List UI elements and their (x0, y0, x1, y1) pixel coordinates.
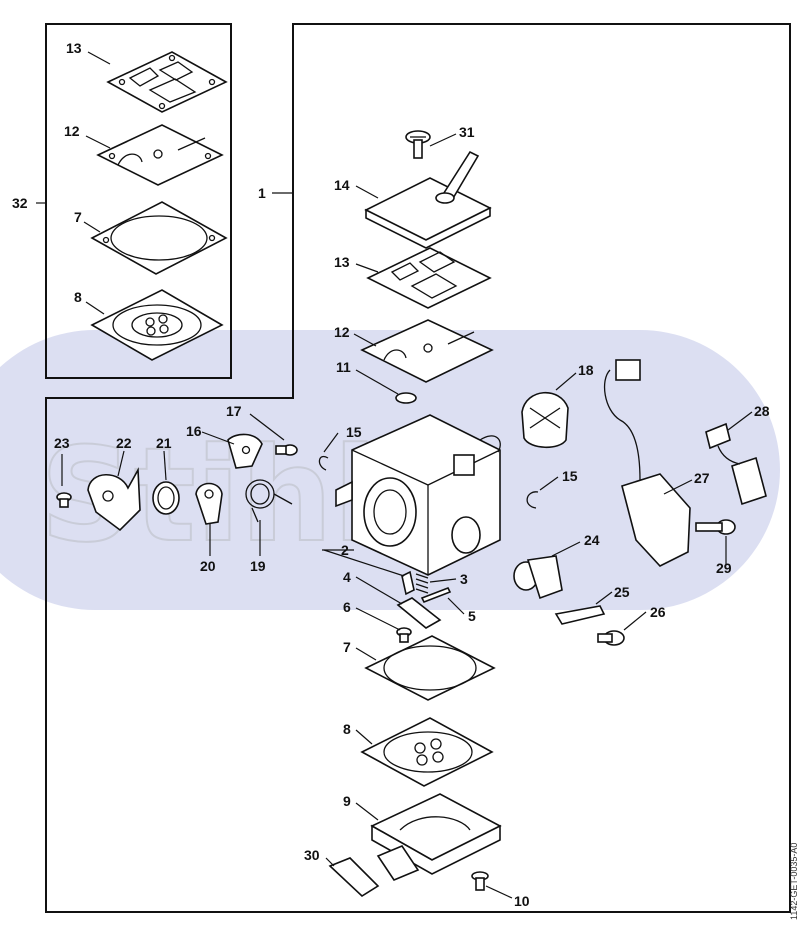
bracket-25 (554, 605, 606, 625)
callout-24: 24 (584, 532, 600, 548)
callout-5: 5 (468, 608, 476, 624)
cam-16 (227, 433, 263, 469)
lever-20 (195, 482, 223, 525)
callout-27: 27 (694, 470, 710, 486)
callout-21: 21 (156, 435, 172, 451)
kit-frame (45, 23, 232, 379)
spring-3 (415, 573, 429, 594)
carburetor-body (335, 414, 501, 576)
callout-25: 25 (614, 584, 630, 600)
lever-22 (87, 467, 141, 532)
callout-1: 1 (258, 185, 266, 201)
callout-23: 23 (54, 435, 70, 451)
callout-18: 18 (578, 362, 594, 378)
callout-7-kit: 7 (74, 209, 82, 225)
kit-gasket-13 (106, 51, 228, 113)
callout-12: 12 (334, 324, 350, 340)
callout-20: 20 (200, 558, 216, 574)
spring-19 (245, 479, 293, 523)
gasket-7 (364, 635, 496, 701)
housing-24 (513, 555, 563, 600)
connector-28 (705, 422, 767, 506)
callout-10: 10 (514, 893, 530, 909)
callout-13: 13 (334, 254, 350, 270)
screen-11 (395, 392, 417, 404)
screw-29 (695, 519, 736, 535)
callout-28: 28 (754, 403, 770, 419)
spindle-5 (420, 586, 452, 604)
callout-32: 32 (12, 195, 28, 211)
screw-17 (275, 444, 298, 456)
callout-30: 30 (304, 847, 320, 863)
kit-gasket-12 (96, 124, 224, 186)
callout-8: 8 (343, 721, 351, 737)
callout-12-kit: 12 (64, 123, 80, 139)
gasket-30 (328, 857, 380, 898)
needle-2 (401, 570, 415, 596)
screw-31 (405, 130, 431, 159)
callout-9: 9 (343, 793, 351, 809)
callout-6: 6 (343, 599, 351, 615)
main-frame (45, 23, 791, 913)
callout-19: 19 (250, 558, 266, 574)
callout-7: 7 (343, 639, 351, 655)
callout-4: 4 (343, 569, 351, 585)
cover-9 (370, 793, 502, 881)
actuator-27 (603, 359, 691, 567)
callout-26: 26 (650, 604, 666, 620)
callout-8-kit: 8 (74, 289, 82, 305)
document-id: 1142-GET-0035-A0 (789, 843, 799, 920)
callout-14: 14 (334, 177, 350, 193)
diaphragm-8 (360, 717, 494, 787)
callout-numbers: 13 12 7 8 32 1 31 14 13 12 11 2 3 4 5 6 … (12, 40, 770, 909)
kit-diaphragm-8 (90, 289, 224, 361)
screw-23 (56, 492, 72, 508)
callout-11: 11 (336, 359, 351, 375)
callout-16: 16 (186, 423, 202, 439)
gasket-13 (366, 247, 492, 309)
gasket-12 (360, 319, 494, 383)
cover-14 (364, 150, 492, 249)
callout-29: 29 (716, 560, 732, 576)
callout-13-kit: 13 (66, 40, 82, 56)
leader-lines (36, 51, 753, 899)
clip-15b (526, 491, 539, 509)
callout-22: 22 (116, 435, 132, 451)
callout-15-left: 15 (346, 424, 362, 440)
callout-2: 2 (341, 542, 349, 558)
callout-17: 17 (226, 403, 242, 419)
ring-21 (152, 481, 180, 515)
callout-31: 31 (459, 124, 475, 140)
screw-26 (597, 630, 625, 646)
lever-4 (396, 597, 442, 629)
part-18 (521, 391, 569, 449)
screw-6 (396, 627, 412, 643)
kit-gasket-7 (90, 201, 228, 275)
clip-15a (318, 455, 329, 471)
callout-3: 3 (460, 571, 468, 587)
screw-10 (471, 871, 489, 891)
callout-15-right: 15 (562, 468, 578, 484)
